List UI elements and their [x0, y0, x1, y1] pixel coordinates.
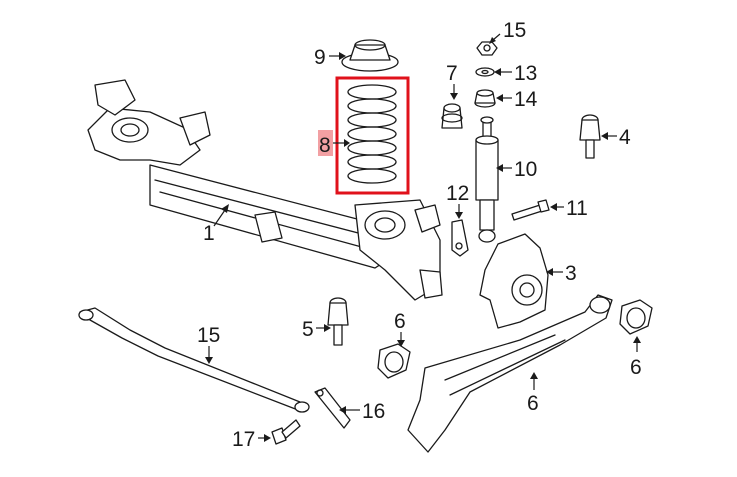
callout-7: 7	[446, 62, 458, 100]
callout-18: 17	[232, 428, 271, 451]
part-14-bushing	[474, 89, 496, 108]
svg-text:11: 11	[566, 197, 588, 220]
svg-text:12: 12	[446, 182, 469, 205]
highlight-box	[335, 76, 410, 195]
part-3-ball-joint	[579, 114, 601, 159]
svg-text:14: 14	[514, 88, 538, 111]
svg-text:5: 5	[302, 318, 314, 341]
svg-text:1: 1	[203, 222, 215, 245]
part-15-nut	[476, 41, 498, 56]
svg-text:9: 9	[314, 46, 326, 69]
part-9-spring-isolator	[341, 39, 399, 72]
callout-17: 16	[339, 400, 385, 423]
svg-text:10: 10	[514, 158, 537, 181]
part-18-bolt	[271, 419, 301, 445]
callout-14: 14	[496, 88, 538, 111]
callout-15: 15	[489, 19, 526, 44]
callout-13: 13	[494, 62, 537, 85]
part-17-bracket	[314, 387, 351, 429]
svg-text:13: 13	[514, 62, 537, 85]
callout-8: 8	[318, 130, 350, 157]
part-12-bracket	[451, 219, 469, 257]
callout-2: 3	[546, 262, 577, 285]
svg-text:15: 15	[197, 324, 220, 347]
svg-text:17: 17	[232, 428, 255, 451]
svg-text:4: 4	[619, 126, 631, 149]
part-7-jounce-bumper	[441, 103, 463, 129]
callout-6-right: 6	[630, 336, 642, 379]
svg-text:15: 15	[503, 19, 526, 42]
svg-text:6: 6	[630, 356, 642, 379]
svg-text:16: 16	[362, 400, 385, 423]
part-4-ball-joint	[327, 297, 349, 346]
svg-text:3: 3	[565, 262, 577, 285]
svg-text:7: 7	[446, 62, 458, 85]
callout-5: 6	[527, 372, 539, 415]
callout-11: 11	[550, 197, 588, 220]
part-8-coil-spring	[335, 76, 410, 195]
part-13-washer	[475, 67, 495, 77]
callout-1: 1	[203, 204, 229, 245]
svg-text:8: 8	[319, 134, 331, 157]
callout-10: 10	[496, 158, 537, 181]
callout-12: 12	[446, 182, 469, 219]
part-11-bolt	[511, 199, 550, 221]
part-6-bushing-right	[619, 299, 653, 335]
callout-4: 5	[302, 318, 331, 341]
part-6-bushing-left	[377, 343, 411, 379]
svg-text:6: 6	[527, 392, 539, 415]
callout-16: 15	[197, 324, 220, 364]
callout-9: 9	[314, 46, 346, 69]
callout-3: 4	[601, 126, 631, 149]
svg-text:6: 6	[394, 310, 406, 333]
part-1-axle-housing	[87, 79, 443, 301]
part-16-track-bar	[78, 307, 310, 413]
part-2-steering-knuckle	[479, 233, 549, 329]
part-10-shock-absorber	[475, 116, 499, 243]
callout-6-left: 6	[394, 310, 406, 347]
part-5-radius-arm	[407, 294, 613, 453]
